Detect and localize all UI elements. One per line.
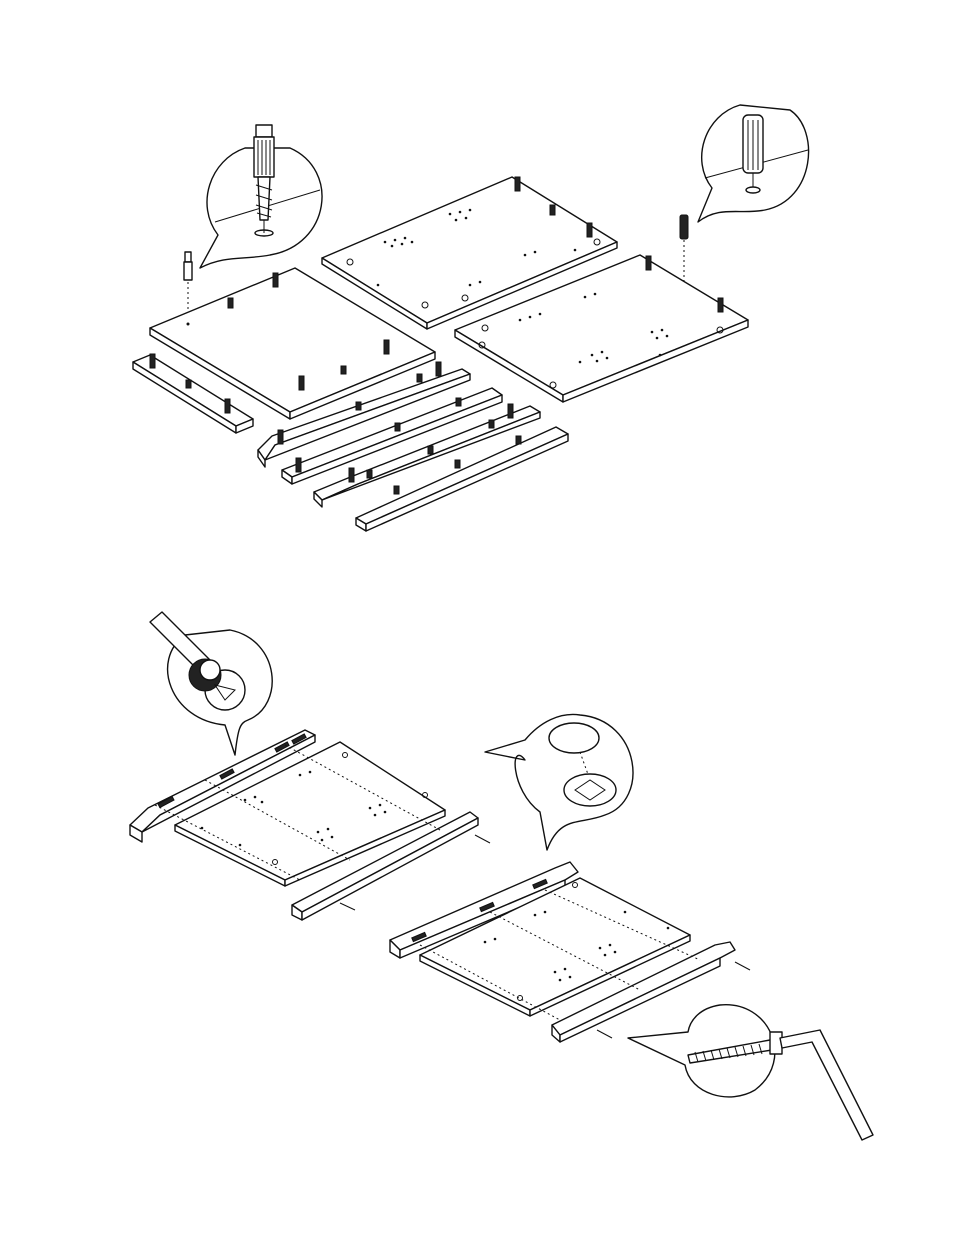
cam-lock-screwdriver-callout <box>150 612 272 755</box>
cam-cap-detail-callout <box>485 714 633 850</box>
step-1-dowel-insertion <box>133 105 809 531</box>
cam-bolt-detail-callout <box>200 125 322 268</box>
bolt-allen-key-callout <box>628 1005 873 1140</box>
allen-key-icon <box>780 1030 873 1140</box>
cam-lock-housing-icon <box>564 774 616 806</box>
step-2-frame-assembly <box>130 612 873 1140</box>
right-frame-assembly <box>390 862 750 1042</box>
dowel-detail-callout <box>698 105 809 222</box>
cam-cap-icon <box>549 723 599 753</box>
left-frame-assembly <box>130 730 490 920</box>
